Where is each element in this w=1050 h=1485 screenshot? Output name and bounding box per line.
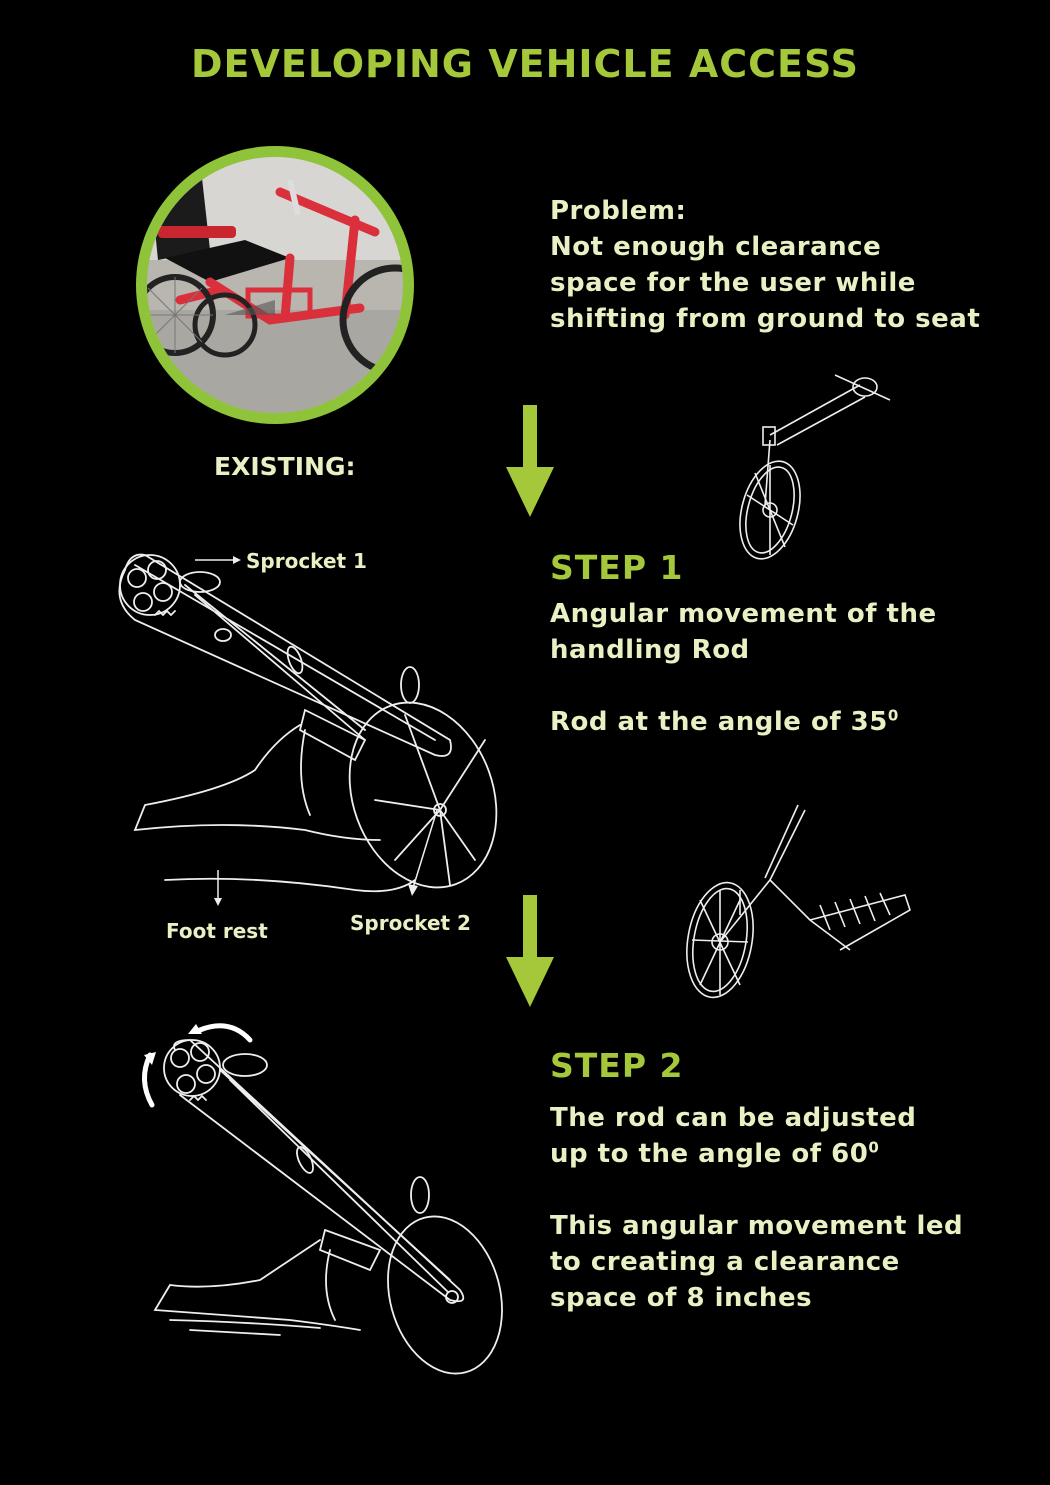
step2-angle-text: up to the angle of 60 <box>550 1139 869 1169</box>
problem-heading: Problem: <box>550 196 687 226</box>
down-arrow-icon <box>506 895 554 1007</box>
down-arrow-icon <box>506 405 554 517</box>
problem-block: Problem: Not enough clearance space for … <box>550 193 980 337</box>
step1-angle-text: Rod at the angle of 35 <box>550 707 888 737</box>
step2-result-line: space of 8 inches <box>550 1283 813 1313</box>
sprocket1-label: Sprocket 1 <box>246 549 367 573</box>
step1-line: Angular movement of the <box>550 599 937 629</box>
problem-line: space for the user while <box>550 268 916 298</box>
step1-text: Angular movement of the handling Rod Rod… <box>550 596 937 740</box>
step2-text: The rod can be adjusted up to the angle … <box>550 1100 963 1316</box>
foot-rest-arrow-icon <box>214 870 222 906</box>
step2-heading: STEP 2 <box>550 1046 684 1085</box>
step1-rod-sketch <box>118 553 498 893</box>
sprocket2-arrow-icon <box>408 809 438 896</box>
problem-line: shifting from ground to seat <box>550 304 981 334</box>
page-title: DEVELOPING VEHICLE ACCESS <box>190 42 859 86</box>
step2-result-line: This angular movement led <box>550 1211 964 1241</box>
step1-heading: STEP 1 <box>550 548 684 587</box>
step2-result-line: to creating a clearance <box>550 1247 900 1277</box>
existing-tricycle-photo <box>136 146 414 424</box>
sprocket2-label: Sprocket 2 <box>350 911 471 935</box>
step1-angle: Rod at the angle of 350 <box>550 704 937 740</box>
step2-line: The rod can be adjusted <box>550 1103 917 1133</box>
step2-angle: up to the angle of 600 <box>550 1136 963 1172</box>
tricycle-sketch-side <box>739 374 891 560</box>
foot-rest-label: Foot rest <box>166 919 268 943</box>
tricycle-sketch-rear <box>686 804 911 999</box>
existing-label: EXISTING: <box>214 452 356 481</box>
problem-line: Not enough clearance <box>550 232 882 262</box>
degree-mark: 0 <box>868 1138 880 1157</box>
sprocket1-arrow-icon <box>195 556 241 564</box>
step1-line: handling Rod <box>550 635 750 665</box>
step2-rod-sketch <box>142 1023 503 1375</box>
degree-mark: 0 <box>887 706 899 725</box>
